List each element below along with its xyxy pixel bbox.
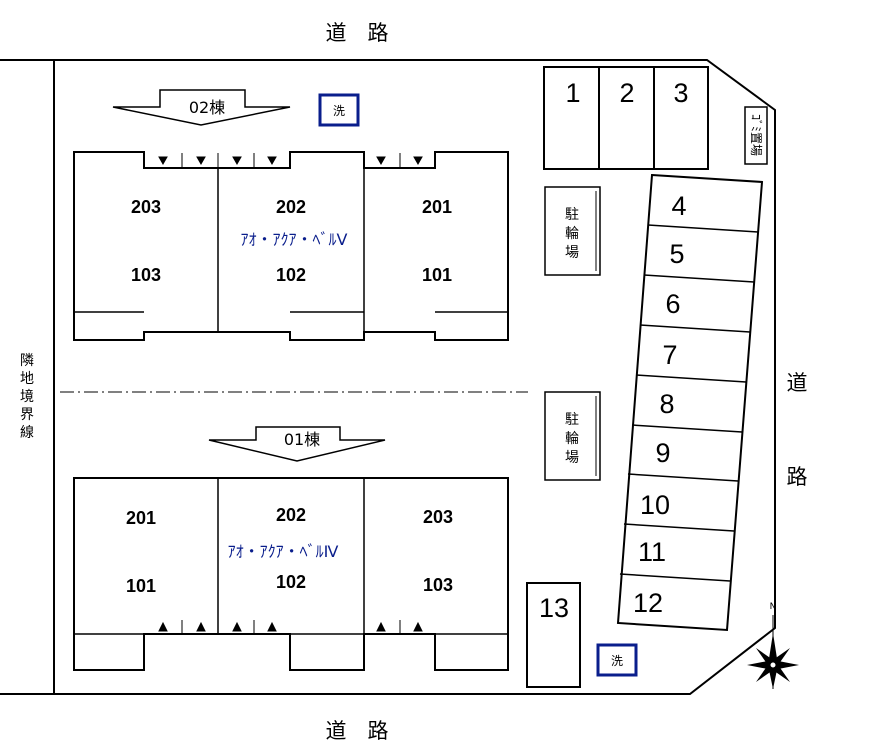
parking-divider <box>643 274 755 283</box>
parking-divider <box>631 424 743 433</box>
building-arrow-02 <box>112 89 291 126</box>
unit-number: 203 <box>423 507 453 527</box>
unit-number: 201 <box>422 197 452 217</box>
parking-number: 8 <box>659 389 674 419</box>
laundry-label-bottom: 洗 <box>611 654 623 668</box>
entrance-marker <box>376 156 386 166</box>
parking-number: 4 <box>671 191 686 221</box>
garbage-area <box>744 106 768 165</box>
entrance-marker <box>196 621 206 632</box>
compass-icon: N <box>747 602 799 689</box>
entrance-marker <box>267 156 277 166</box>
boundary-char: 界 <box>20 407 34 423</box>
entrance-marker <box>232 621 242 632</box>
parking-divider <box>627 473 739 482</box>
entrance-markers-02 <box>158 153 423 167</box>
road-label-right-top: 道 <box>787 371 808 395</box>
parking-top-row: 1 2 3 <box>543 66 709 170</box>
parking-space <box>598 66 655 170</box>
laundry-box-top <box>318 93 360 127</box>
unit-number: 101 <box>126 576 156 596</box>
parking-number: 11 <box>638 537 666 567</box>
compass-north: N <box>770 602 777 612</box>
parking-number: 6 <box>665 289 680 319</box>
parking-number: 3 <box>673 78 688 108</box>
compass-center <box>769 661 777 669</box>
parking-number: 1 <box>565 78 580 108</box>
bike-parking-char: 輪 <box>565 430 579 447</box>
building-name-02: ｱｵ・ｱｸｱ・ﾍﾞﾙⅤ <box>241 230 348 249</box>
unit-number: 103 <box>423 575 453 595</box>
entrance-marker <box>413 156 423 166</box>
parking-number: 7 <box>662 340 677 370</box>
building-arrow-01 <box>208 426 386 462</box>
parking-divider <box>639 324 751 333</box>
building-label-01: 01棟 <box>284 430 320 449</box>
building-name-01: ｱｵ・ｱｸｱ・ﾍﾞﾙⅣ <box>228 542 339 561</box>
unit-number: 101 <box>422 265 452 285</box>
parking-divider <box>635 374 747 383</box>
entrance-marker <box>158 156 168 166</box>
parking-number: 13 <box>539 593 569 623</box>
laundry-label-top: 洗 <box>333 104 345 118</box>
entrance-marker <box>232 156 242 166</box>
parking-space-13 <box>526 582 581 688</box>
boundary-char: 線 <box>20 425 34 441</box>
boundary-char: 隣 <box>20 353 34 369</box>
parking-space <box>653 66 709 170</box>
unit-number: 102 <box>276 572 306 592</box>
parking-number: 10 <box>640 490 670 520</box>
road-label-bottom: 道 路 <box>326 719 389 743</box>
site-boundary <box>0 59 776 695</box>
garbage-label: ｺﾞﾐ置場 <box>749 114 763 156</box>
bike-parking-top: 駐 輪 場 <box>544 186 601 276</box>
unit-number: 203 <box>131 197 161 217</box>
bike-parking-box <box>544 391 601 481</box>
building-label-02: 02棟 <box>189 98 225 117</box>
unit-number: 202 <box>276 197 306 217</box>
parking-number: 2 <box>619 78 634 108</box>
bike-parking-box <box>544 186 601 276</box>
unit-number: 202 <box>276 505 306 525</box>
entrance-markers-01 <box>158 620 423 634</box>
unit-number: 103 <box>131 265 161 285</box>
entrance-marker <box>158 621 168 632</box>
entrance-marker <box>413 621 423 632</box>
parking-diagonal: 4 5 6 7 8 9 10 11 12 <box>616 173 764 632</box>
laundry-box-bottom <box>596 643 638 677</box>
building-02: 02棟 203 202 201 103 102 101 ｱｵ・ｱｸｱ・ﾍﾞﾙⅤ <box>73 89 509 341</box>
entrance-marker <box>196 156 206 166</box>
entrance-marker <box>267 621 277 632</box>
entrance-marker <box>376 621 386 632</box>
building-01: 01棟 201 202 203 101 102 103 ｱｵ・ｱｸｱ・ﾍﾞﾙⅣ <box>73 426 509 671</box>
parking-divider <box>619 573 731 582</box>
bike-parking-char: 輪 <box>565 225 579 242</box>
boundary-char: 境 <box>20 389 34 405</box>
road-label-right-bottom: 路 <box>787 465 808 489</box>
bike-parking-char: 駐 <box>565 412 579 428</box>
road-label-top: 道 路 <box>326 21 389 45</box>
unit-number: 201 <box>126 508 156 528</box>
parking-divider <box>623 523 735 532</box>
compass-point <box>768 633 778 665</box>
parking-number: 9 <box>655 438 670 468</box>
bike-parking-bottom: 駐 輪 場 <box>544 391 601 481</box>
parking-number: 5 <box>669 239 684 269</box>
unit-number: 102 <box>276 265 306 285</box>
boundary-label: 隣 地 境 界 線 <box>20 353 34 441</box>
parking-number: 12 <box>633 588 663 618</box>
boundary-char: 地 <box>20 371 34 387</box>
parking-dividers <box>619 224 759 582</box>
bike-parking-char: 駐 <box>565 207 579 223</box>
building-outline-02 <box>73 151 509 341</box>
parking-divider <box>647 224 759 233</box>
bike-parking-char: 場 <box>565 450 579 466</box>
bike-parking-char: 場 <box>565 245 579 261</box>
